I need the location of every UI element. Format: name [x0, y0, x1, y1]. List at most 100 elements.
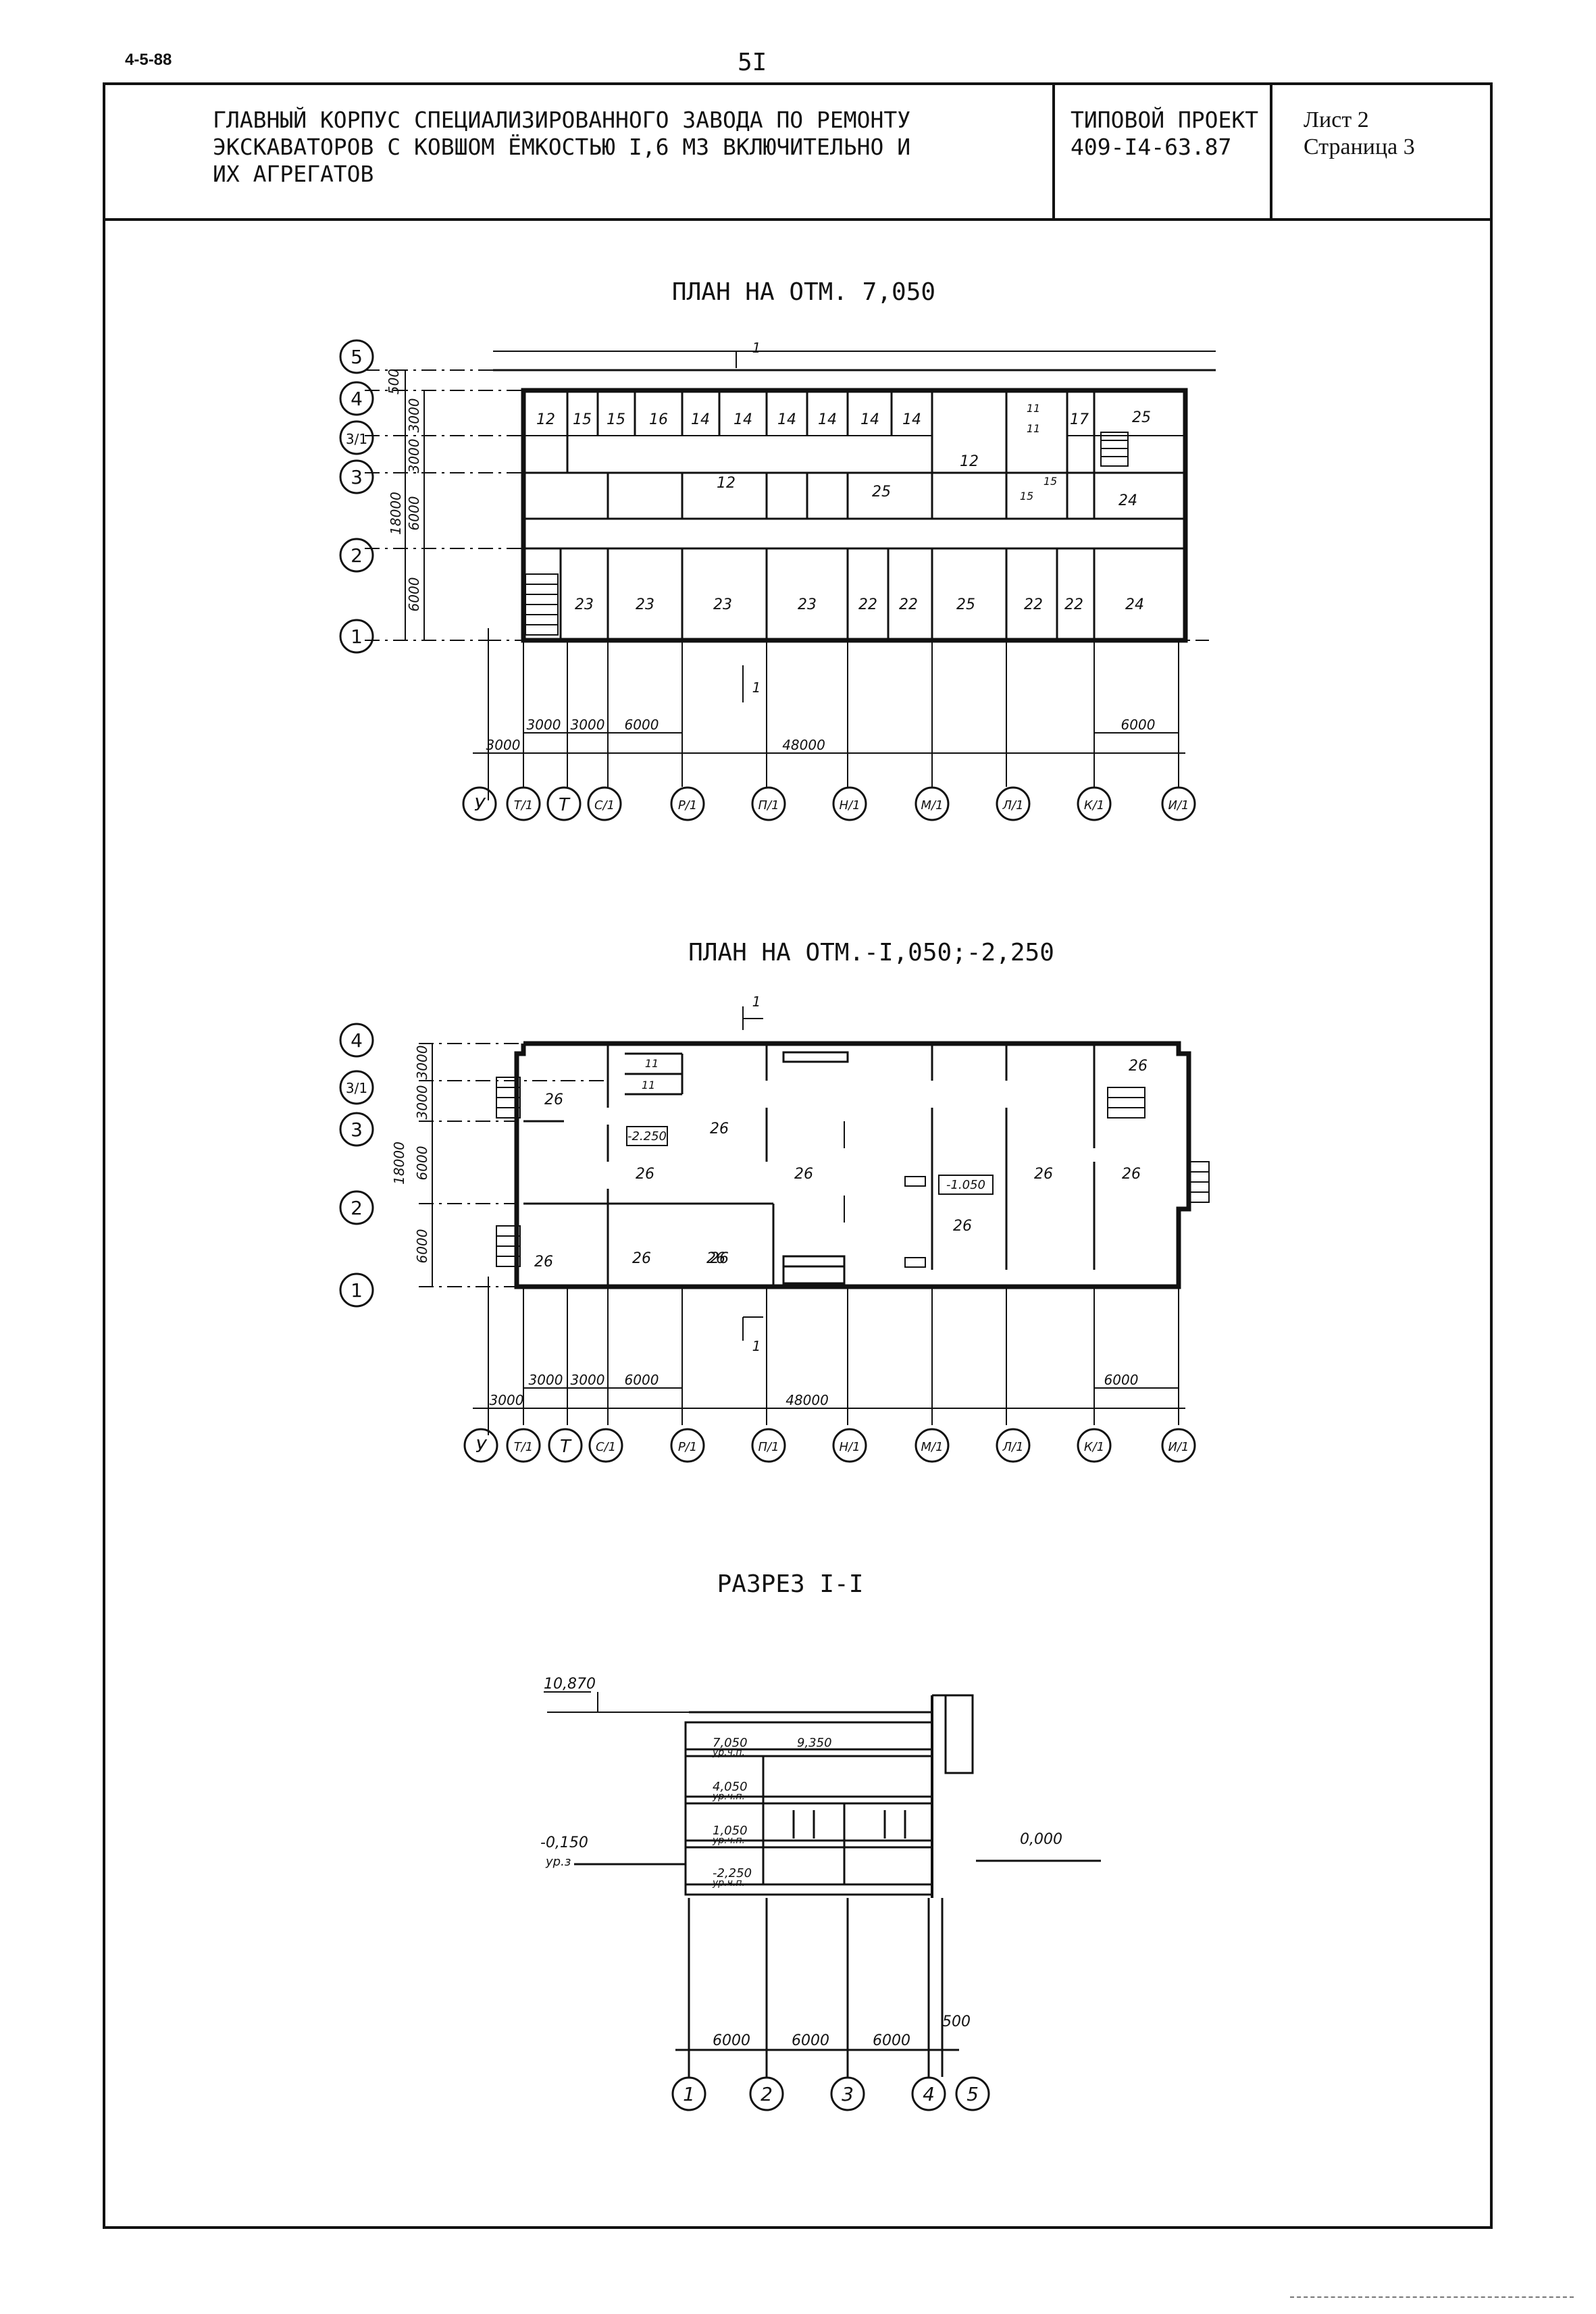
plan2-dim: 3000 — [414, 1046, 430, 1080]
section-axis: 3 — [842, 2083, 854, 2105]
interior-level: 9,350 — [797, 1736, 832, 1750]
room-number: 23 — [713, 596, 732, 613]
room-number: 22 — [1064, 596, 1083, 613]
footer-scan-mark — [1290, 2296, 1574, 2299]
room-number: 26 — [953, 1218, 972, 1235]
floor-level: 7,050 — [713, 1736, 748, 1750]
sheet-info: Лист 2 Страница 3 — [1304, 107, 1479, 161]
section-dim: 6000 — [873, 2032, 910, 2049]
room-number: 25 — [872, 484, 891, 500]
floor-level: -2,250 — [713, 1866, 752, 1880]
plan1-dim: 6000 — [625, 717, 659, 733]
plan1-dim: 6000 — [406, 496, 422, 531]
plan1-dim: 6000 — [1121, 717, 1156, 733]
plan2-col-axis: Т/1 — [514, 1440, 534, 1454]
plan1-col-axis: Н/1 — [839, 798, 860, 813]
room-number: 24 — [1118, 492, 1137, 509]
room-number: 23 — [636, 596, 654, 613]
room-number: 25 — [1132, 409, 1151, 426]
level-mark: -1.050 — [946, 1178, 985, 1192]
plan2-axis-label: 3/1 — [346, 1080, 367, 1096]
plan1-dim: 3000 — [571, 717, 605, 733]
room-number: 11 — [642, 1079, 655, 1091]
room-number: 14 — [733, 411, 752, 428]
section-axis: 4 — [923, 2083, 935, 2105]
plan2-section-mark: 1 — [752, 994, 761, 1010]
room-number: 22 — [1024, 596, 1043, 613]
plan2-col-axis: С/1 — [596, 1440, 616, 1454]
plan2-dim: 3000 — [571, 1372, 605, 1388]
plan1-axis-label: 1 — [351, 625, 363, 648]
room-number: 12 — [717, 475, 736, 492]
plan1-col-axis: Р/1 — [678, 798, 697, 813]
plan1-axis-label: 5 — [351, 346, 363, 368]
room-number: 11 — [1027, 422, 1040, 435]
plan1-axis-label: 3 — [351, 466, 363, 488]
room-number: 14 — [902, 411, 921, 428]
plan1-title: ПЛАН НА ОТМ. 7,050 — [671, 278, 936, 306]
plan2-section-mark: 1 — [752, 1338, 761, 1354]
plan1-col-axis: П/1 — [758, 798, 779, 813]
plan1-dim: 3000 — [527, 717, 561, 733]
room-number: 26 — [1122, 1166, 1141, 1183]
plan2-col-axis: Н/1 — [839, 1440, 860, 1454]
header-divider — [103, 218, 1493, 221]
plan2-dim: 3000 — [529, 1372, 563, 1388]
room-number: 26 — [544, 1091, 563, 1108]
room-number: 16 — [649, 411, 668, 428]
plan2-axis-label: 3 — [351, 1119, 363, 1141]
plan1-total-dim: 48000 — [782, 737, 825, 753]
floor-sub: ур.ч.п. — [712, 1791, 745, 1802]
axis-markers — [339, 339, 1196, 2111]
plan1-col-axis: К/1 — [1084, 798, 1104, 813]
plan2-axis-label: 4 — [351, 1029, 363, 1052]
plan2-col-axis: К/1 — [1084, 1440, 1104, 1454]
plan2-dim: 3000 — [490, 1392, 524, 1408]
plan2-col-axis: Т — [560, 1437, 572, 1457]
room-number: 14 — [860, 411, 879, 428]
plan1-col-axis: С/1 — [594, 798, 615, 813]
section-left-level-sub: ур.з — [545, 1855, 571, 1869]
room-number: 11 — [1027, 402, 1040, 415]
floor-level: 4,050 — [713, 1780, 748, 1794]
floor-sub: ур.ч.п. — [712, 1878, 745, 1888]
room-number: 26 — [794, 1166, 813, 1183]
section-left-level: -0,150 — [540, 1834, 588, 1851]
plan1-overall-dim: 18000 — [388, 492, 404, 535]
plan2-col-axis: И/1 — [1168, 1440, 1189, 1454]
plan1-axis-label: 3/1 — [346, 431, 367, 447]
plan1-section-mark: 1 — [752, 340, 761, 356]
room-number: 15 — [607, 411, 625, 428]
sheet-line: Лист 2 — [1304, 107, 1369, 132]
section-drawing — [547, 1694, 1101, 2077]
plan1-dim: 3000 — [486, 737, 521, 753]
room-number: 22 — [899, 596, 918, 613]
plan1-col-axis: Л/1 — [1002, 798, 1023, 813]
plan2-col-axis: У — [475, 1437, 488, 1457]
plan1-col-axis: М/1 — [921, 798, 943, 813]
plan2-col-axis: Л/1 — [1002, 1440, 1023, 1454]
room-number: 15 — [1044, 475, 1057, 488]
room-number: 26 — [706, 1250, 725, 1267]
section-axis: 2 — [761, 2083, 773, 2105]
section-dim: 6000 — [713, 2032, 750, 2049]
drawing-frame — [103, 82, 1493, 2229]
room-number: 15 — [573, 411, 592, 428]
section-title: РАЗРЕЗ I-I — [717, 1570, 864, 1598]
section-axis: 5 — [967, 2083, 979, 2105]
room-number: 14 — [691, 411, 710, 428]
plan1-dim: 6000 — [406, 577, 422, 612]
project-code: ТИПОВОЙ ПРОЕКТ 409-I4-63.87 — [1071, 107, 1273, 161]
room-number: 12 — [960, 453, 979, 470]
room-number: 11 — [645, 1057, 659, 1070]
title-line: ГЛАВНЫЙ КОРПУС СПЕЦИАЛИЗИРОВАННОГО ЗАВОД… — [213, 107, 911, 133]
plan2-col-axis: П/1 — [758, 1440, 779, 1454]
plan1-dim: 3000 — [406, 439, 422, 473]
room-number: 26 — [632, 1250, 651, 1267]
room-number: 25 — [956, 596, 975, 613]
plan1-col-axis: У — [474, 795, 486, 815]
plan2-col-axis: М/1 — [921, 1440, 943, 1454]
title-line: ЭКСКАВАТОРОВ С КОВШОМ ЁМКОСТЬЮ I,6 М3 ВК… — [213, 134, 911, 160]
room-number: 14 — [818, 411, 837, 428]
plan1-axis-label: 4 — [351, 388, 363, 410]
